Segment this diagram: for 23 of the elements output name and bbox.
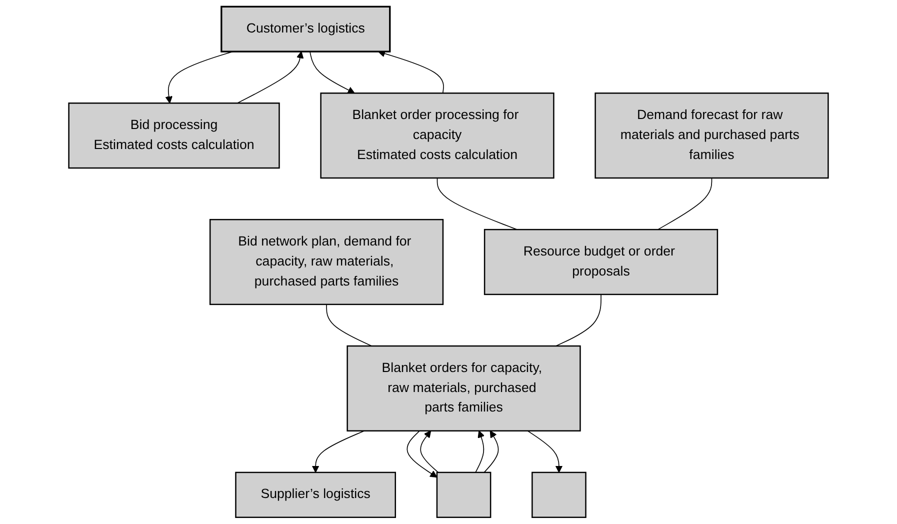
node-box (436, 472, 492, 518)
arrow (312, 430, 365, 473)
node-box: Blanket orders for capacity, raw materials, purchased parts families (346, 345, 581, 432)
connector (657, 178, 712, 230)
arrow (378, 50, 444, 94)
node-box: Customer’s logistics (220, 6, 391, 52)
arrow (406, 430, 438, 478)
arrow (484, 430, 499, 473)
connector (436, 178, 518, 230)
node-box (532, 472, 586, 518)
node-box: Resource budget or order proposals (484, 228, 718, 296)
arrow (310, 51, 355, 94)
arrow (527, 430, 563, 473)
arrow (420, 430, 439, 473)
arrow (236, 51, 304, 104)
node-box: Demand forecast for raw materials and purchased parts families (594, 92, 829, 179)
node-box: Blanket order processing for capacity Estimated costs calculation (320, 92, 554, 179)
connector (555, 294, 602, 346)
connector (326, 304, 372, 346)
node-box: Supplier’s logistics (235, 472, 396, 518)
node-box: Bid processing Estimated costs calculation (68, 102, 280, 169)
node-box: Bid network plan, demand for capacity, raw materials, purchased parts families (209, 218, 444, 306)
arrow (475, 430, 485, 473)
